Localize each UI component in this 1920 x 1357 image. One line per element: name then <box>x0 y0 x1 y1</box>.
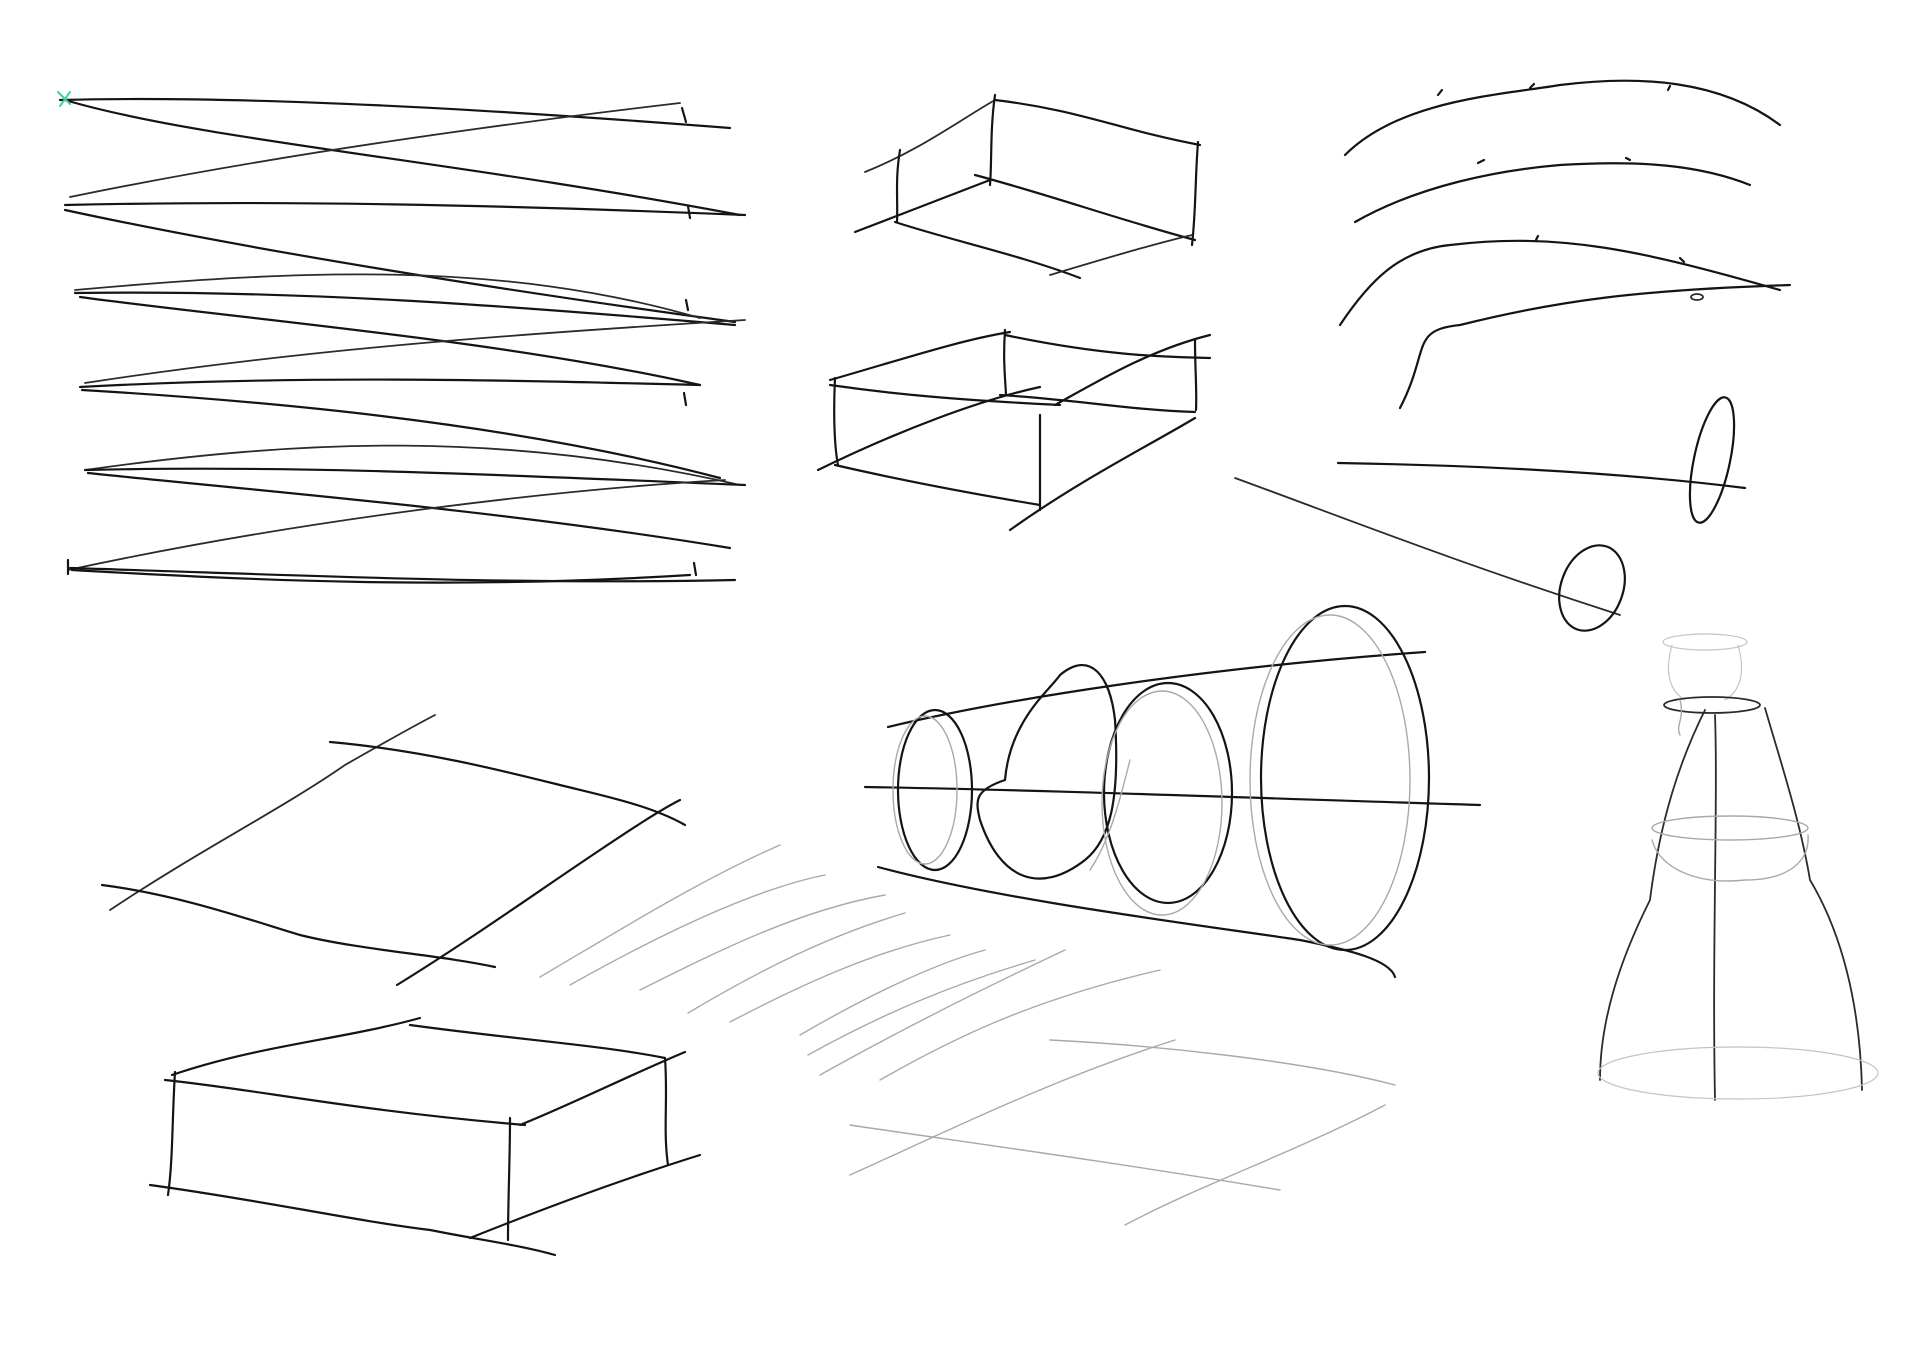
box-sketch-bottom <box>148 1016 702 1257</box>
cone-bottle-sketch <box>1597 633 1879 1101</box>
box-sketch-top <box>853 93 1202 280</box>
line-practice-rows <box>57 91 747 584</box>
ellipse-practice <box>1234 396 1747 632</box>
plane-sketch <box>100 714 687 987</box>
hatching-lines <box>539 844 1396 1226</box>
curve-practice <box>1338 79 1792 410</box>
accent-mark <box>57 91 71 107</box>
box-sketch-open-top <box>816 328 1212 532</box>
cylinder-ellipses <box>863 604 1482 979</box>
